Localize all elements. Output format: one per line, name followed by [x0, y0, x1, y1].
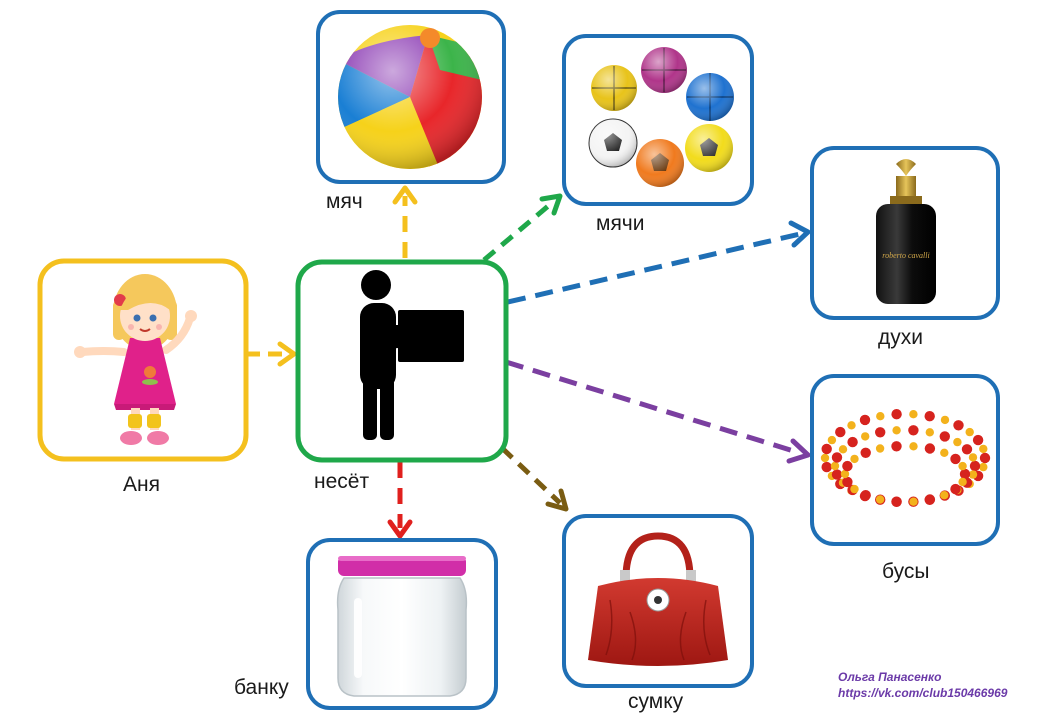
- bead: [965, 427, 974, 437]
- bead: [861, 432, 870, 441]
- bead: [860, 490, 871, 501]
- bead: [968, 470, 978, 479]
- node-anya: [37, 258, 249, 462]
- label-jar: банку: [234, 676, 289, 699]
- label-balls: мячи: [596, 212, 645, 235]
- node-beads: [810, 374, 1000, 546]
- bead: [979, 462, 988, 472]
- bead: [838, 445, 848, 454]
- bead: [950, 483, 961, 495]
- beach-ball-icon: [338, 25, 482, 169]
- glass-jar-icon: [336, 556, 468, 697]
- label-beads: бусы: [882, 560, 930, 583]
- bead: [891, 496, 902, 507]
- bead: [821, 443, 832, 455]
- bead: [908, 425, 919, 436]
- bead: [850, 454, 859, 464]
- bead: [859, 414, 871, 426]
- bead: [924, 494, 936, 505]
- bead: [891, 409, 902, 420]
- bead: [950, 453, 961, 465]
- bead: [940, 491, 949, 500]
- bead: [875, 444, 885, 453]
- bead: [972, 434, 984, 446]
- bead: [876, 412, 885, 421]
- bead: [958, 477, 967, 487]
- balls-icon: [588, 47, 734, 187]
- label-perfume: духи: [878, 326, 923, 349]
- node-bag: [562, 514, 754, 688]
- bead: [959, 468, 971, 480]
- bead: [924, 411, 935, 422]
- bead: [909, 410, 918, 419]
- bead: [820, 453, 830, 463]
- arrow-to-bag: [500, 446, 569, 512]
- bead: [958, 461, 967, 471]
- arrow-to-ball: [392, 185, 418, 258]
- bead: [940, 415, 950, 425]
- bead: [940, 448, 949, 457]
- beads-necklace-icon: [820, 409, 991, 507]
- label-bag: сумку: [628, 690, 684, 713]
- label-ball: мяч: [326, 190, 363, 213]
- bead: [842, 476, 853, 488]
- handbag-icon: [588, 532, 728, 666]
- bead: [847, 436, 858, 448]
- credit-author: Ольга Панасенко: [838, 670, 942, 684]
- bead: [831, 469, 843, 480]
- bead: [953, 420, 964, 431]
- perfume-bottle-icon: roberto cavalli: [876, 159, 936, 304]
- node-ball: [316, 10, 506, 184]
- arrow-to-perfume: [507, 220, 811, 305]
- label-carries: несёт: [314, 470, 370, 493]
- arrow-to-jar: [387, 462, 413, 539]
- arrow-to-balls: [482, 193, 563, 262]
- node-jar: [306, 538, 498, 710]
- bead: [909, 442, 918, 451]
- label-anya: Аня: [123, 473, 160, 496]
- person-carrying-box-icon: [360, 270, 464, 440]
- bead: [875, 495, 885, 504]
- credit-url: https://vk.com/club150466969: [838, 686, 1008, 700]
- bead: [860, 447, 871, 458]
- bead: [953, 437, 962, 447]
- girl-icon: [74, 274, 197, 445]
- bead: [925, 428, 934, 437]
- bead: [891, 441, 902, 452]
- perfume-brand-label: roberto cavalli: [882, 251, 929, 260]
- node-beads-frame: [810, 374, 1000, 546]
- bead: [924, 443, 936, 454]
- bead: [961, 444, 973, 455]
- bead: [827, 435, 837, 445]
- bead: [850, 484, 859, 494]
- bead: [979, 452, 991, 464]
- bead: [968, 453, 978, 462]
- bead: [979, 444, 988, 454]
- bead: [969, 460, 981, 472]
- bead: [821, 461, 832, 473]
- bead: [842, 460, 853, 472]
- bead: [831, 452, 843, 463]
- arrow-anya-to-verb: [246, 341, 297, 367]
- bead: [875, 427, 886, 438]
- bead: [847, 421, 856, 430]
- arrow-to-beads: [505, 359, 811, 464]
- bead: [830, 461, 840, 471]
- bead: [939, 431, 950, 442]
- bead: [835, 426, 846, 438]
- node-perfume: roberto cavalli: [810, 146, 1000, 320]
- node-carries: [295, 259, 509, 463]
- bead: [892, 426, 901, 435]
- node-balls: [562, 34, 754, 206]
- bead: [909, 497, 918, 506]
- bead: [840, 469, 850, 479]
